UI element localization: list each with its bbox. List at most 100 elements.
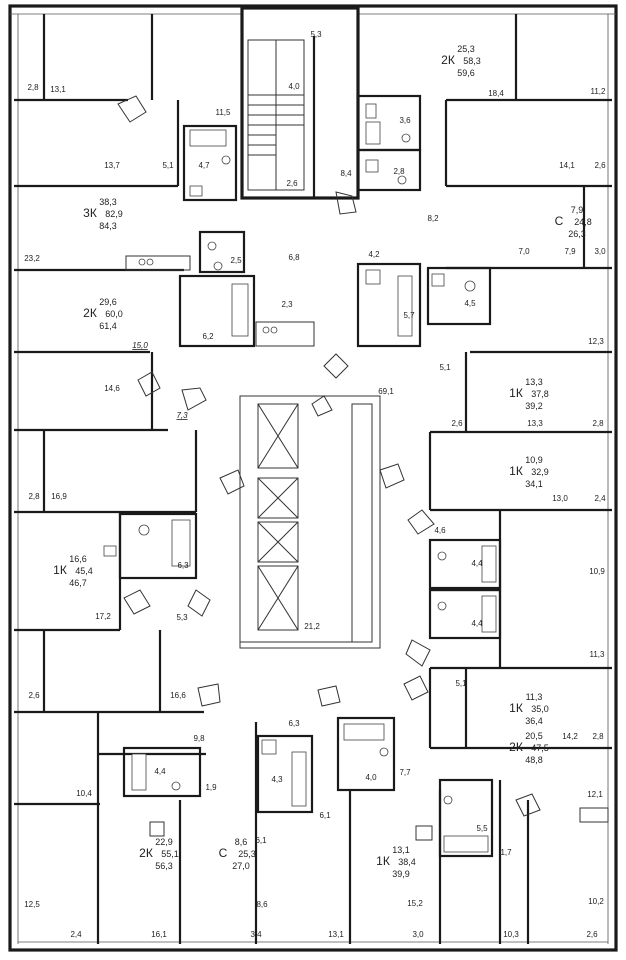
apartment-total-area: 45,4 <box>75 566 93 576</box>
apartment-living-area: 25,3 <box>457 44 475 54</box>
room-area-label: 11,2 <box>591 87 607 96</box>
room-area-label: 5,7 <box>403 311 415 320</box>
apartment-full-area: 39,9 <box>392 869 410 879</box>
apartment-total-area: 37,8 <box>531 389 549 399</box>
apartment-total-area: 38,4 <box>398 857 416 867</box>
apartment-total-area: 25,3 <box>238 849 256 859</box>
apartment-type: 1К <box>376 854 390 868</box>
apartment-full-area: 26,3 <box>568 229 586 239</box>
apartment-full-area: 84,3 <box>99 221 117 231</box>
apartment-total-area: 55,1 <box>161 849 179 859</box>
apartment-type: 2К <box>509 740 523 754</box>
bathrooms-top-left <box>182 124 238 202</box>
room-area-label: 5,1 <box>455 679 467 688</box>
room-area-label: 6,1 <box>319 811 331 820</box>
room-area-label: 4,4 <box>471 619 483 628</box>
room-area-label: 16,9 <box>51 492 67 501</box>
room-area-label: 6,1 <box>255 836 267 845</box>
apartment-type: С <box>219 846 228 860</box>
apartment-full-area: 27,0 <box>232 861 250 871</box>
apartment-type: 1К <box>509 464 523 478</box>
apartment-full-area: 56,3 <box>155 861 173 871</box>
outer-walls <box>8 4 618 952</box>
apartment-full-area: 46,7 <box>69 578 87 588</box>
apartment-type: 2К <box>83 306 97 320</box>
room-area-label: 2,6 <box>28 691 40 700</box>
room-area-label: 2,4 <box>70 930 82 939</box>
room-area-label: 9,8 <box>193 734 205 743</box>
room-area-label: 4,5 <box>464 299 476 308</box>
apartment-type: 2К <box>139 846 153 860</box>
room-area-label: 2,3 <box>281 300 293 309</box>
apartment-total-area: 58,3 <box>463 56 481 66</box>
room-area-label: 13,1 <box>328 930 344 939</box>
room-area-label: 16,6 <box>170 691 186 700</box>
room-area-label: 4,7 <box>198 161 210 170</box>
room-area-label: 4,2 <box>368 250 380 259</box>
apartment-total-area: 32,9 <box>531 467 549 477</box>
apartment-living-area: 10,9 <box>525 455 543 465</box>
elevator-hall <box>239 395 381 649</box>
left-walls <box>14 14 204 944</box>
apartment-full-area: 59,6 <box>457 68 475 78</box>
room-area-label: 3,0 <box>412 930 424 939</box>
room-area-label: 12,1 <box>587 790 603 799</box>
room-area-label: 2,4 <box>594 494 606 503</box>
room-area-label: 15,2 <box>407 899 423 908</box>
room-area-label: 17,2 <box>95 612 111 621</box>
room-area-label: 6,3 <box>177 561 189 570</box>
apartment-total-area: 24,8 <box>574 217 592 227</box>
room-area-label: 5,1 <box>162 161 174 170</box>
room-area-label: 5,1 <box>439 363 451 372</box>
apartment-full-area: 48,8 <box>525 755 543 765</box>
bathrooms-right-top <box>356 262 492 348</box>
room-area-label: 16,1 <box>151 930 167 939</box>
room-area-label: 1,9 <box>205 783 217 792</box>
balcony-area-labels: 15,07,3 <box>132 341 188 420</box>
room-area-label: 2,6 <box>451 419 463 428</box>
room-area-label: 13,0 <box>552 494 568 503</box>
room-area-label: 4,4 <box>154 767 166 776</box>
room-area-label: 12,5 <box>24 900 40 909</box>
room-area-label: 11,5 <box>216 108 232 117</box>
balcony-area-label: 15,0 <box>132 341 148 350</box>
apartment-living-area: 11,3 <box>526 692 543 702</box>
apartment-type: 1К <box>509 701 523 715</box>
apartment-living-area: 29,6 <box>99 297 117 307</box>
bottom-walls <box>98 716 609 944</box>
apartment-total-area: 60,0 <box>105 309 123 319</box>
room-area-label: 5,3 <box>176 613 188 622</box>
room-area-label: 8,4 <box>340 169 352 178</box>
room-area-label: 11,3 <box>590 650 606 659</box>
room-area-label: 14,1 <box>559 161 575 170</box>
room-area-label: 14,6 <box>104 384 120 393</box>
room-area-label: 2,8 <box>27 83 39 92</box>
room-area-label: 2,6 <box>594 161 606 170</box>
apartment-total-area: 47,5 <box>531 743 549 753</box>
room-area-label: 10,9 <box>589 567 605 576</box>
room-area-label: 2,8 <box>592 732 604 741</box>
room-area-label: 2,8 <box>28 492 40 501</box>
room-area-label: 8,2 <box>427 214 439 223</box>
apartment-full-area: 36,4 <box>525 716 543 726</box>
room-area-label: 69,1 <box>378 387 394 396</box>
room-area-label: 1,7 <box>500 848 512 857</box>
apartment-total-area: 35,0 <box>531 704 549 714</box>
right-walls <box>428 14 612 944</box>
room-area-label: 4,3 <box>271 775 283 784</box>
apartment-living-area: 13,1 <box>392 845 410 855</box>
door-swings <box>117 95 541 817</box>
room-area-label: 4,6 <box>434 526 446 535</box>
room-area-label: 18,4 <box>488 89 504 98</box>
room-area-label: 3,0 <box>594 247 606 256</box>
room-area-label: 5,3 <box>310 30 322 39</box>
apartment-type: 1К <box>509 386 523 400</box>
room-area-label: 10,4 <box>76 789 92 798</box>
room-area-label: 6,2 <box>202 332 214 341</box>
room-area-label: 4,4 <box>471 559 483 568</box>
apartment-living-area: 13,3 <box>525 377 543 387</box>
apartment-full-area: 39,2 <box>525 401 543 411</box>
apartment-total-area: 82,9 <box>105 209 123 219</box>
